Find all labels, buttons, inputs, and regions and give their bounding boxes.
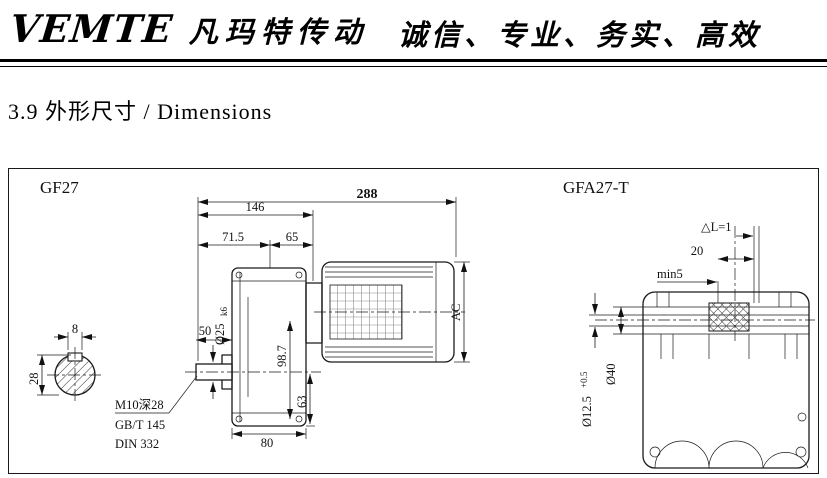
header-rule-thin [0, 66, 827, 67]
dim-63: 63 [295, 396, 309, 409]
dim-20: 20 [691, 244, 704, 258]
key-width-dim: 8 [72, 322, 78, 336]
section-title: 3.9 外形尺寸 / Dimensions [8, 99, 273, 124]
shaft-section-dia-dim: 28 [27, 373, 41, 386]
dim-98-7: 98.7 [275, 345, 289, 367]
standard-note-2: DIN 332 [115, 437, 159, 451]
shaft-section-view: 8 28 [27, 322, 103, 403]
brand-chinese-text: 凡玛特传动 [188, 17, 369, 49]
technical-drawing-svg: GF27 GFA27-T 8 28 [27, 178, 815, 469]
tap-note: M10深28 [115, 398, 164, 412]
hole-tolerance-dim: +0.5 [579, 371, 589, 388]
gearbox-length-dim: 146 [246, 200, 265, 214]
gf27-side-view [185, 261, 465, 427]
hub-dia-dim: Ø40 [604, 363, 618, 385]
shaft-fit-dim: k6 [219, 307, 229, 317]
dimensions-drawing-panel: GF27 GFA27-T 8 28 [8, 168, 819, 474]
company-slogan: 诚信、专业、务实、高效 [398, 20, 762, 52]
dim-80: 80 [261, 436, 274, 450]
left-drawing-title: GF27 [40, 178, 79, 197]
header-rule-thick [0, 59, 827, 62]
gf27-dimensions: 288 146 71.5 65 AC Ø25 k6 50 98.7 [115, 187, 470, 451]
standard-note-1: GB/T 145 [115, 418, 165, 432]
dim-min5: min5 [657, 267, 683, 281]
motor-height-dim: AC [449, 304, 463, 321]
shaft-dia-dim: Ø25 [213, 323, 227, 345]
shaft-length-dim: 50 [199, 324, 212, 338]
hole-dia-dim: Ø12.5 [580, 396, 594, 427]
brand-latin-text: VEMTE [7, 6, 176, 51]
delta-l-dim: △L=1 [701, 220, 732, 234]
brand-logo: VEMTE 凡玛特传动 [7, 6, 369, 51]
right-drawing-title: GFA27-T [563, 178, 629, 197]
gfa27t-detail-view [595, 226, 815, 469]
total-length-dim: 288 [357, 187, 378, 202]
dim-65: 65 [286, 230, 299, 244]
gfa27t-dimensions: △L=1 20 min5 Ø40 Ø12.5 +0.5 [579, 220, 754, 427]
dim-71-5: 71.5 [222, 230, 244, 244]
